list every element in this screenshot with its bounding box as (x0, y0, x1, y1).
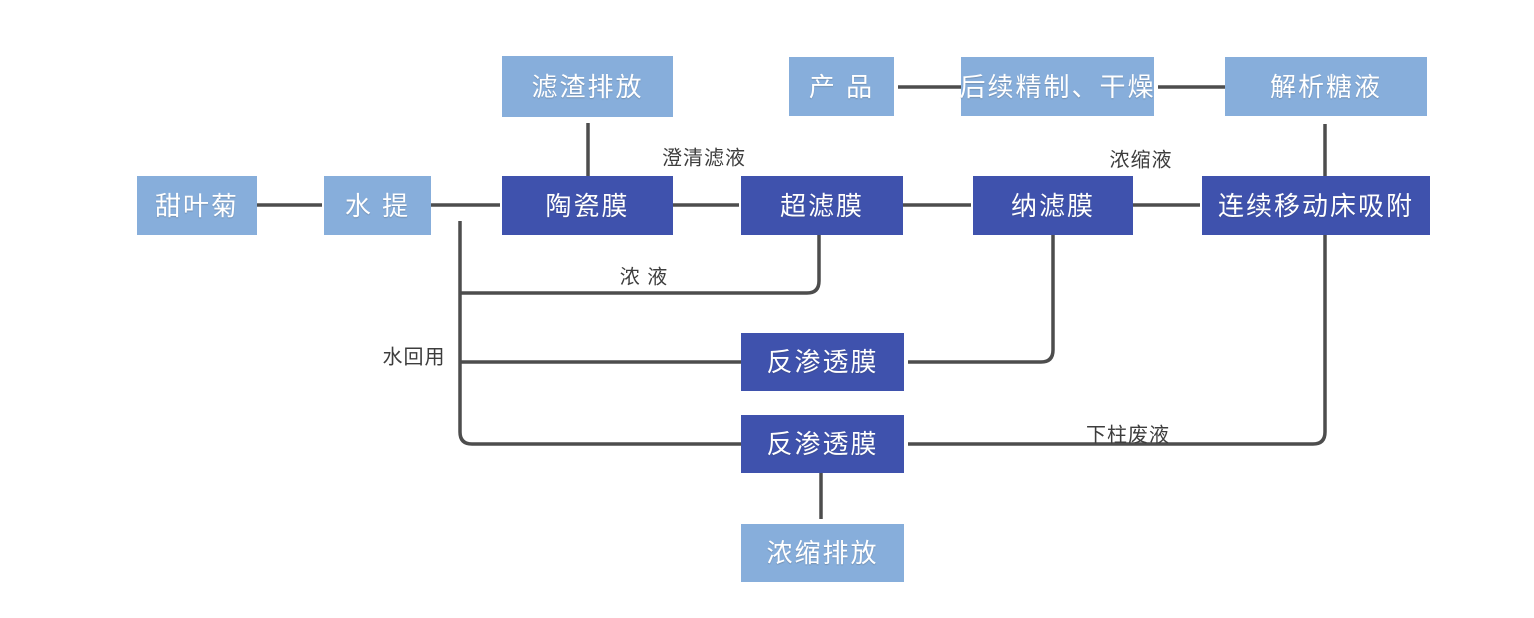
node-concentrate-discharge: 浓缩排放 (741, 524, 904, 582)
node-refining-drying: 后续精制、干燥 (960, 57, 1154, 116)
label-column-waste: 下柱废液 (1086, 424, 1170, 447)
node-water-extraction: 水 提 (324, 176, 431, 235)
node-ultrafiltration-membrane: 超滤膜 (741, 176, 903, 235)
node-desorbed-sugar-liquid: 解析糖液 (1225, 57, 1427, 116)
edge-water-reuse-trunk (458, 221, 741, 446)
label-concentrated-liquid: 浓缩液 (1109, 149, 1173, 172)
node-product: 产 品 (789, 57, 894, 116)
edge-adsorption-waste-to-ro2 (908, 235, 1327, 446)
label-water-reuse: 水回用 (382, 346, 446, 369)
label-clarified-filtrate: 澄清滤液 (662, 147, 746, 170)
node-stevia: 甜叶菊 (137, 176, 257, 235)
label-concentrate: 浓 液 (619, 266, 669, 289)
node-nanofiltration-membrane: 纳滤膜 (973, 176, 1133, 235)
edge-nanofiltration-to-ro1 (908, 235, 1055, 364)
node-reverse-osmosis-1: 反渗透膜 (741, 333, 904, 391)
node-reverse-osmosis-2: 反渗透膜 (741, 415, 904, 473)
edge-ultrafiltration-concentrate-return (460, 235, 821, 295)
node-residue-discharge: 滤渣排放 (502, 56, 673, 117)
node-moving-bed-adsorption: 连续移动床吸附 (1202, 176, 1430, 235)
node-ceramic-membrane: 陶瓷膜 (502, 176, 673, 235)
